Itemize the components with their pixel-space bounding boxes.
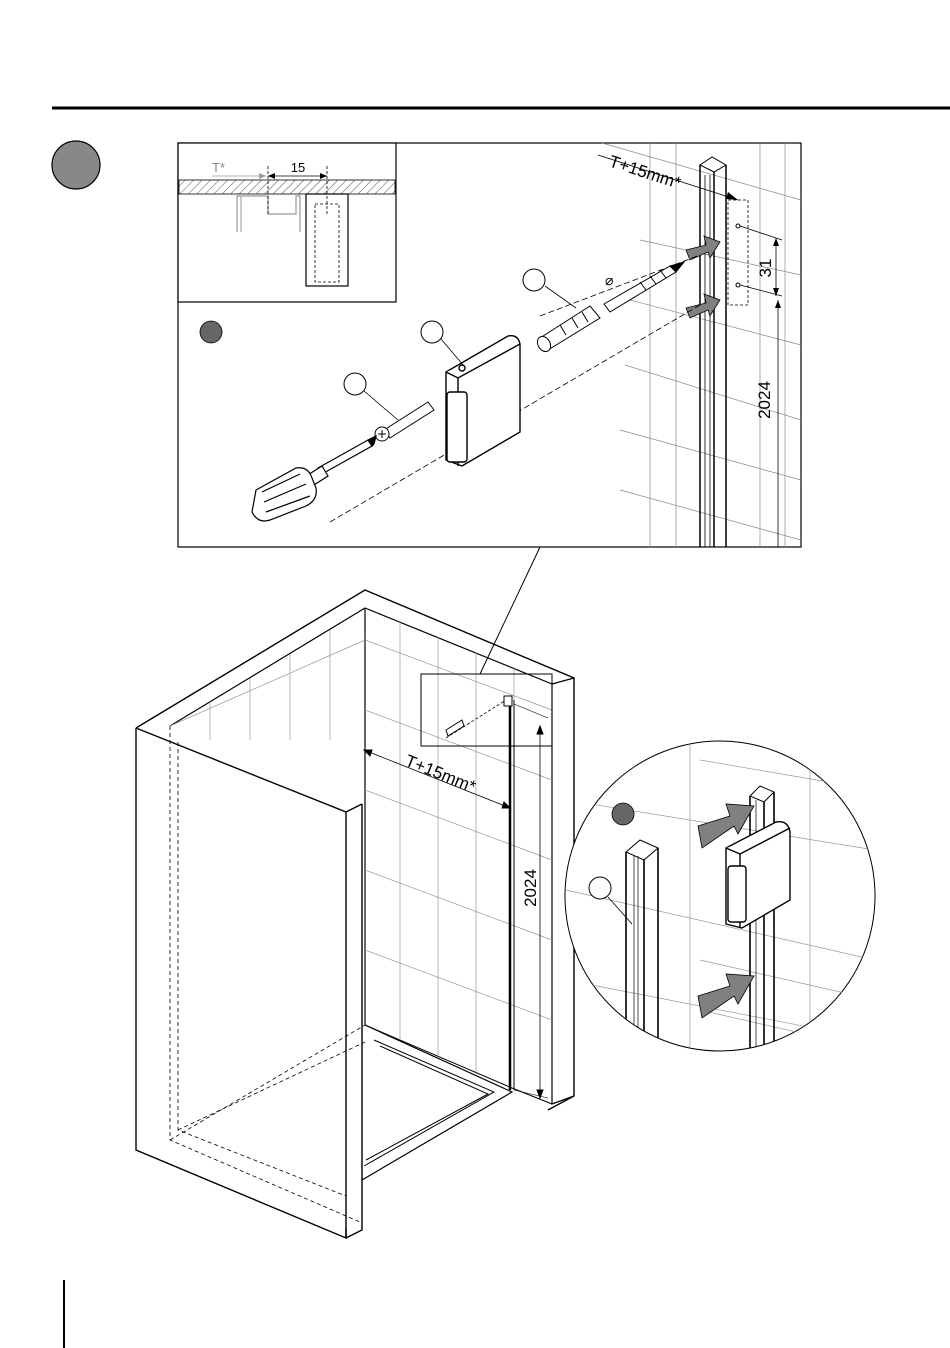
overview-offset-label: T+15mm* (403, 751, 479, 797)
offset-value-label: 15 (291, 160, 305, 175)
part-callout-screw (344, 373, 366, 395)
sub-step-marker (200, 321, 222, 343)
detail-leader-line (480, 547, 540, 674)
shower-overview (136, 590, 574, 1238)
height-label: 2024 (755, 381, 774, 419)
zoom-part-callout (589, 877, 611, 899)
part-callout-cover (421, 321, 443, 343)
section-inset: T* 15 (178, 143, 396, 302)
overview-detail-box (421, 674, 552, 746)
diameter-symbol: ⌀ (605, 272, 613, 288)
zoom-sub-step-marker (612, 803, 634, 825)
overview-height-label: 2024 (521, 869, 540, 907)
left-wall-outer (136, 590, 574, 1110)
wall-section-hatched (179, 180, 395, 194)
tolerance-label: T* (212, 160, 225, 175)
zoom-circle (565, 741, 875, 1060)
step-marker (52, 141, 100, 189)
hole-spacing-label: 31 (756, 259, 775, 278)
part-callout-plug (523, 269, 545, 291)
